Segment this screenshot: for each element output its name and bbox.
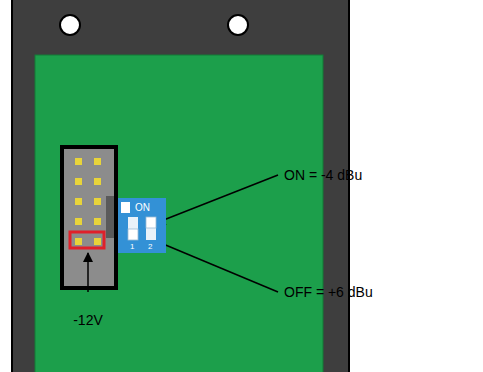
header-pin — [75, 238, 82, 245]
setting-note: OFF = +6 dBu — [284, 285, 373, 299]
switch-number: 2 — [148, 243, 152, 251]
header-pin — [94, 178, 101, 185]
switch-slot — [146, 217, 156, 240]
mounting-hole — [60, 15, 80, 35]
header-pin — [75, 218, 82, 225]
header-pin — [94, 198, 101, 205]
switch-slot — [128, 217, 138, 240]
pin-highlight — [70, 232, 104, 248]
mounting-hole — [228, 15, 248, 35]
header-pin — [94, 158, 101, 165]
dip-switch: ON 1 2 — [118, 198, 166, 253]
header-pin — [75, 178, 82, 185]
switch-legend: ON — [135, 203, 150, 213]
power-header — [60, 145, 118, 290]
header-pin — [75, 198, 82, 205]
front-panel — [12, 0, 349, 372]
switch-number: 1 — [130, 243, 134, 251]
header-pin — [75, 158, 82, 165]
leader-line — [87, 253, 89, 292]
pin-name: -12V — [73, 313, 103, 327]
circuit-board — [35, 55, 323, 372]
header-pin — [94, 238, 101, 245]
setting-note: ON = -4 dBu — [284, 168, 362, 182]
switch-lever — [146, 217, 156, 228]
leader-line — [156, 175, 278, 223]
header-pin — [94, 218, 101, 225]
on-marker — [121, 202, 130, 213]
switch-lever — [128, 229, 138, 240]
leader-line — [156, 241, 278, 292]
